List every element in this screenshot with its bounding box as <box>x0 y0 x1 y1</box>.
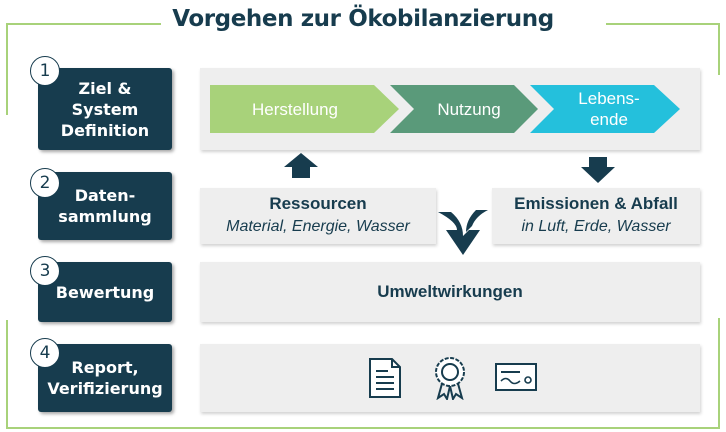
chevron-herstellung-label: Herstellung <box>252 99 338 119</box>
step-4-box: Report, Verifizierung <box>38 344 172 412</box>
document-icon <box>369 358 401 398</box>
step-1-box: Ziel & System Definition <box>38 68 172 150</box>
frame-top-left-line <box>6 23 161 25</box>
step-2-label: Daten- sammlung <box>58 186 152 226</box>
arrow-up-icon <box>284 153 318 178</box>
emissions-subtitle: in Luft, Erde, Wasser <box>521 218 671 235</box>
award-rosette-icon <box>435 357 465 400</box>
step-1-label: Ziel & System Definition <box>60 78 150 140</box>
page-title: Vorgehen zur Ökobilanzierung <box>172 6 554 32</box>
step-3-label: Bewertung <box>55 282 155 302</box>
frame-left-line-lower <box>6 320 8 428</box>
step-3-box: Bewertung <box>38 262 172 322</box>
step-4-label: Report, Verifizierung <box>47 358 163 398</box>
step-1-number: 1 <box>30 56 60 86</box>
emissions-title: Emissionen & Abfall <box>514 194 678 213</box>
step-2-box: Daten- sammlung <box>38 172 172 240</box>
resources-subtitle: Material, Energie, Wasser <box>226 218 410 235</box>
resources-title: Ressourcen <box>269 194 367 213</box>
frame-right-line <box>718 23 720 75</box>
arrow-down-icon <box>581 157 615 183</box>
merge-arrow-icon <box>438 212 480 255</box>
certificate-icon <box>495 363 537 391</box>
chevron-lebensende-label: Lebens- ende <box>578 89 640 129</box>
frame-right-line-lower <box>718 318 720 428</box>
frame-left-line <box>6 23 8 115</box>
step-2-number: 2 <box>30 168 60 198</box>
assessment-panel <box>200 262 700 322</box>
step-4-number: 4 <box>30 338 60 368</box>
frame-top-right-line <box>606 23 720 25</box>
step-3-number: 3 <box>30 256 60 286</box>
emissions-box <box>492 188 700 244</box>
resources-box <box>200 188 436 244</box>
chevron-nutzung-label: Nutzung <box>437 99 501 119</box>
assessment-label: Umweltwirkungen <box>377 282 523 301</box>
merge-arrow-right-branch-icon <box>466 210 488 232</box>
frame-bottom-line <box>6 427 720 429</box>
